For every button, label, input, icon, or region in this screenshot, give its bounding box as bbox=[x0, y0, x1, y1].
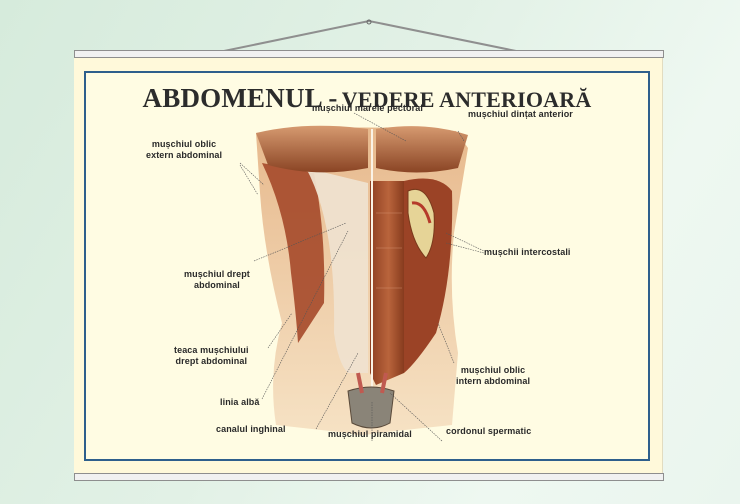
label-text: cordonul spermatic bbox=[446, 426, 532, 436]
label-text: mușchiul oblic bbox=[460, 365, 526, 375]
label-oblic-extern: mușchiul oblic extern abdominal bbox=[146, 139, 222, 161]
label-canal-inghinal: canalul inghinal bbox=[216, 424, 286, 435]
poster-frame: ABDOMENUL - VEDERE ANTERIOARĂ bbox=[84, 71, 650, 461]
label-text: mușchii intercostali bbox=[484, 247, 571, 257]
label-text: teaca mușchiului bbox=[174, 345, 249, 355]
label-text: abdominal bbox=[194, 280, 240, 290]
label-text: intern abdominal bbox=[456, 376, 531, 386]
label-dintat-anterior: mușchiul dințat anterior bbox=[468, 109, 573, 120]
label-text: mușchiul drept bbox=[184, 269, 250, 279]
label-text: mușchiul dințat anterior bbox=[468, 109, 573, 119]
label-oblic-intern: mușchiul oblic intern abdominal bbox=[456, 365, 530, 387]
hanging-cord bbox=[223, 19, 517, 52]
poster-top-rod bbox=[74, 50, 664, 58]
label-text: mușchiul piramidal bbox=[328, 429, 412, 439]
title-sub: VEDERE ANTERIOARĂ bbox=[341, 87, 592, 112]
label-text: extern abdominal bbox=[146, 150, 223, 160]
anatomy-poster: ABDOMENUL - VEDERE ANTERIOARĂ bbox=[74, 58, 663, 473]
label-pectoral: mușchiul marele pectoral bbox=[312, 103, 423, 114]
poster-title: ABDOMENUL - VEDERE ANTERIOARĂ bbox=[86, 83, 648, 114]
title-main: ABDOMENUL - bbox=[142, 83, 338, 113]
label-piramidal: mușchiul piramidal bbox=[328, 429, 412, 440]
label-text: mușchiul marele pectoral bbox=[312, 103, 423, 113]
label-intercostali: mușchii intercostali bbox=[484, 247, 571, 258]
label-text: canalul inghinal bbox=[216, 424, 286, 434]
poster-bottom-rod bbox=[74, 473, 664, 481]
label-cordon-spermatic: cordonul spermatic bbox=[446, 426, 531, 437]
label-text: linia albă bbox=[220, 397, 260, 407]
label-linia-alba: linia albă bbox=[220, 397, 260, 408]
label-text: mușchiul oblic bbox=[151, 139, 217, 149]
label-drept-abdominal: mușchiul drept abdominal bbox=[184, 269, 250, 291]
label-text: drept abdominal bbox=[175, 356, 248, 366]
label-teaca: teaca mușchiului drept abdominal bbox=[174, 345, 249, 367]
abdomen-illustration bbox=[239, 112, 485, 442]
